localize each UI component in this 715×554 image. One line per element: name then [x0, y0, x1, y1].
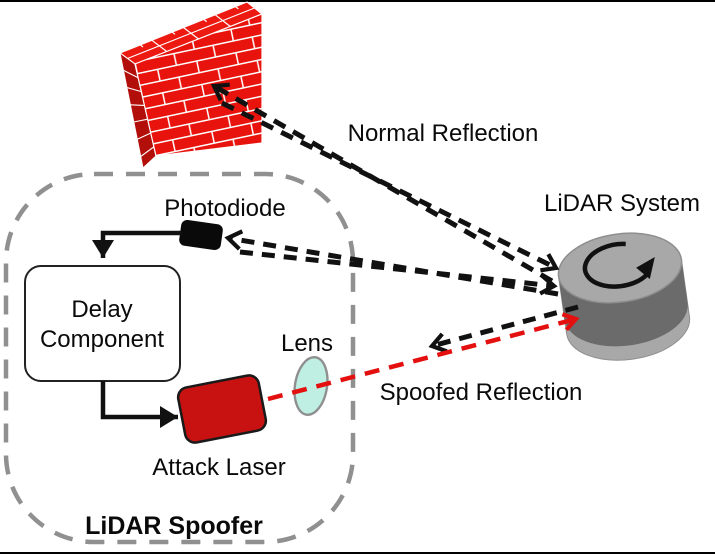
attack-laser-label: Attack Laser — [152, 454, 285, 481]
lens-label: Lens — [281, 330, 333, 357]
delay-component-box — [24, 265, 181, 382]
rotation-arrowhead-icon — [636, 257, 655, 279]
normal-reflection-label: Normal Reflection — [348, 120, 539, 147]
spoofed-reflection-label: Spoofed Reflection — [380, 379, 583, 406]
lidar-system-label: LiDAR System — [544, 190, 700, 217]
brick-wall — [118, 1, 264, 169]
lidar-cylinder — [557, 232, 691, 361]
beam-wall-to-lidar — [220, 100, 560, 273]
beam-lidar-outgoing-pulse — [428, 304, 579, 354]
photodiode-to-delay-arrow — [92, 230, 182, 258]
beam-photodiode-to-lidar — [239, 249, 558, 296]
lidar-cylinder-top — [557, 232, 683, 304]
brick-wall-side-joints — [123, 69, 155, 157]
delay-to-laser-arrow — [100, 381, 178, 428]
beam-lidar-to-photodiode — [224, 229, 559, 297]
brick-wall-top-joints — [127, 4, 255, 60]
delay-component-label-line1: Delay — [71, 296, 132, 323]
photodiode-component — [179, 219, 223, 251]
top-frame-line — [0, 0, 715, 2]
lidar-spoofer-label: LiDAR Spoofer — [85, 512, 263, 540]
rotation-arrow-icon — [582, 241, 649, 289]
brick-wall-front-face — [134, 13, 263, 157]
attack-laser-component — [176, 374, 268, 444]
beam-spoofed-laser — [267, 312, 580, 402]
lens-component — [293, 356, 329, 416]
bottom-frame-line — [0, 552, 715, 554]
photodiode-label: Photodiode — [164, 195, 285, 222]
delay-component-label-line2: Component — [40, 326, 164, 353]
